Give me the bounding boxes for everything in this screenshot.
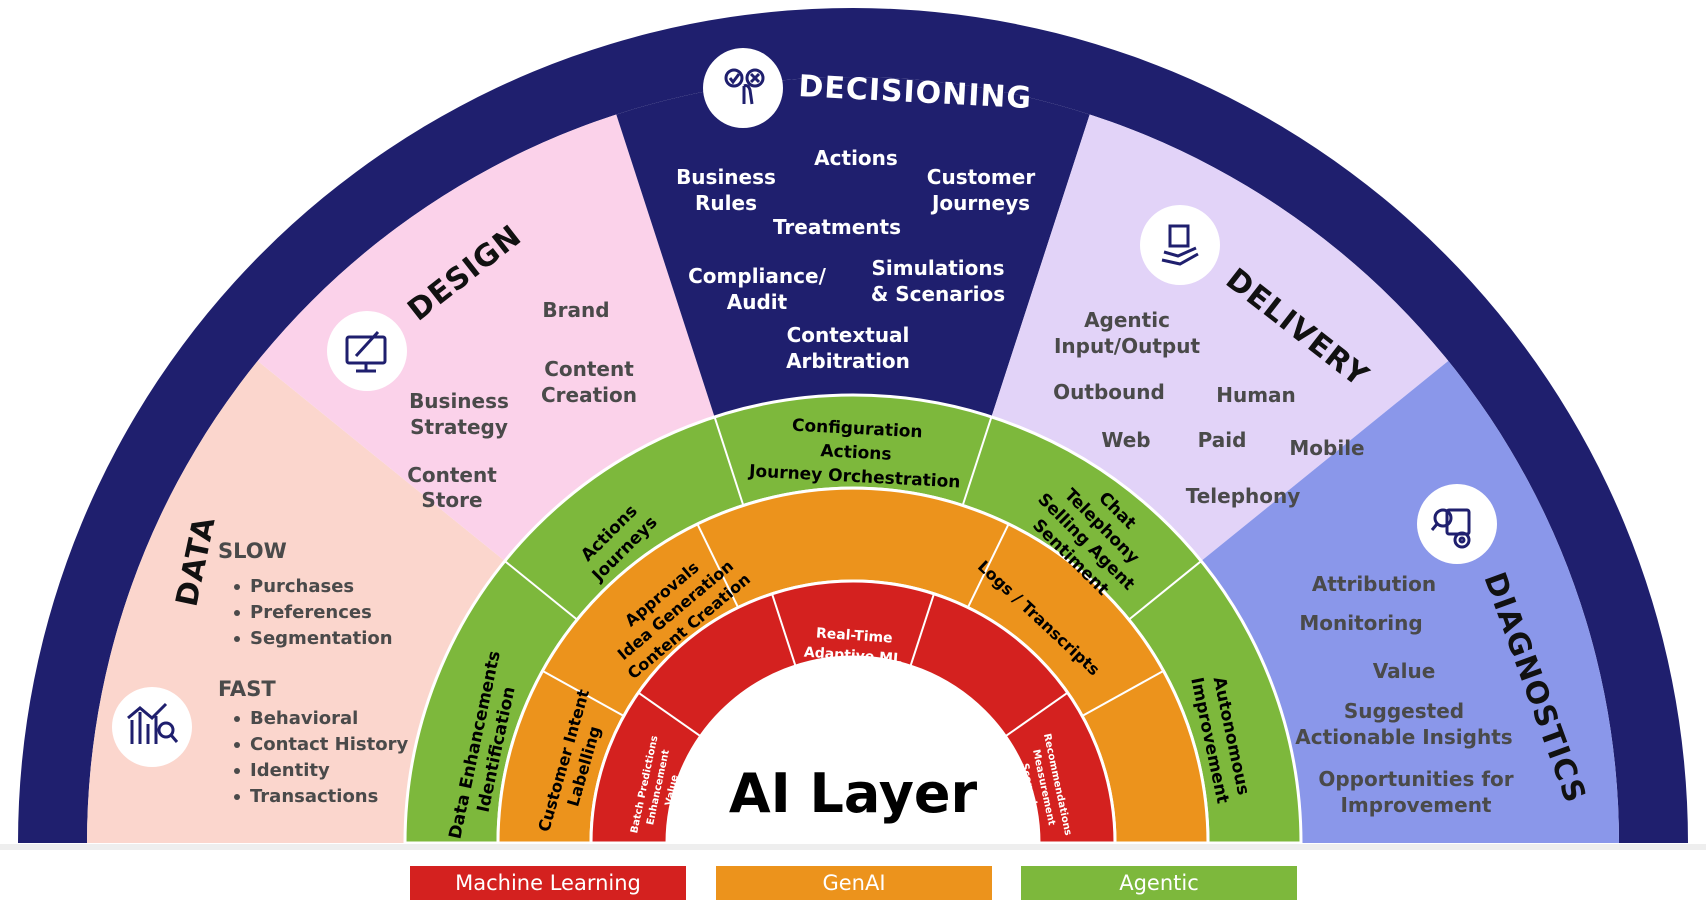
ring-dividers <box>504 416 1202 738</box>
data-slow-item: Purchases <box>250 576 354 597</box>
diagnostics-gear-icon <box>1417 484 1497 564</box>
delivery-item: Outbound <box>1053 380 1165 404</box>
legend-ml-label: Machine Learning <box>455 871 641 895</box>
data-fast-item: Behavioral <box>250 708 358 729</box>
ring-divider <box>1081 670 1164 717</box>
data-slow-item: Segmentation <box>250 628 393 649</box>
delivery-hand-icon <box>1140 205 1220 285</box>
ring-divider <box>909 593 935 667</box>
ring-divider <box>1128 560 1202 621</box>
legend: Machine Learning GenAI Agentic <box>410 866 1297 900</box>
decisioning-wedge <box>574 77 1132 843</box>
ring-divider <box>771 593 797 667</box>
diagnostics-item: Suggested <box>1344 699 1464 723</box>
data-fast-heading: FAST <box>218 677 276 701</box>
diagnostics-item: Opportunities for <box>1318 767 1513 791</box>
design-item: Brand <box>542 298 609 322</box>
design-item: Content <box>407 463 497 487</box>
design-monitor-icon <box>327 311 407 391</box>
legend-genai-swatch <box>716 866 992 900</box>
delivery-item: Input/Output <box>1054 334 1200 358</box>
delivery-item: Paid <box>1198 428 1247 452</box>
ring-divider <box>637 691 702 738</box>
decisioning-item: Simulations <box>872 256 1005 280</box>
ring-divider <box>961 416 993 506</box>
ai-rings <box>403 393 1303 845</box>
legend-ml-swatch <box>410 866 686 900</box>
diagnostics-item: Attribution <box>1312 572 1436 596</box>
diagnostics-item: Improvement <box>1340 793 1491 817</box>
analytics-chart-icon <box>112 687 192 767</box>
ring-divider <box>542 670 625 717</box>
center-disc <box>667 657 1039 843</box>
decisioning-item: Compliance/ <box>688 264 826 288</box>
diagnostics-item: Value <box>1373 659 1436 683</box>
design-content: Brand Content Creation Business Strategy… <box>407 298 637 512</box>
data-fast-item: Identity <box>250 760 330 781</box>
diagnostics-content: Attribution Monitoring Value Suggested A… <box>1295 572 1513 817</box>
delivery-item: Mobile <box>1289 436 1364 460</box>
base-bar <box>0 844 1706 850</box>
decisioning-item: Rules <box>695 191 757 215</box>
ring-divider <box>696 523 740 608</box>
bullet-dots <box>234 584 240 800</box>
decisioning-item: Actions <box>814 146 898 170</box>
decisioning-item: Journeys <box>930 191 1030 215</box>
decision-check-icon <box>703 48 783 128</box>
ring-divider <box>1004 691 1069 738</box>
decisioning-item: Treatments <box>773 215 901 239</box>
decisioning-item: & Scenarios <box>871 282 1005 306</box>
design-item: Business <box>409 389 509 413</box>
data-fast-item: Contact History <box>250 734 408 755</box>
delivery-item: Telephony <box>1186 484 1301 508</box>
delivery-item: Agentic <box>1084 308 1170 332</box>
decisioning-item: Contextual <box>787 323 910 347</box>
legend-agentic-swatch <box>1021 866 1297 900</box>
design-item: Store <box>421 488 482 512</box>
design-item: Strategy <box>410 415 508 439</box>
delivery-item: Human <box>1216 383 1296 407</box>
agentic-decisioning-label: Actions <box>820 441 892 465</box>
ring-divider <box>713 416 745 506</box>
decisioning-item: Customer <box>927 165 1036 189</box>
legend-agentic-label: Agentic <box>1119 871 1199 895</box>
ml-decisioning-label: Real-Time <box>815 625 893 646</box>
decisioning-item: Business <box>676 165 776 189</box>
diagnostics-item: Monitoring <box>1299 611 1422 635</box>
decisioning-item: Arbitration <box>786 349 910 373</box>
delivery-content: Agentic Input/Output Outbound Human Web … <box>1053 308 1364 508</box>
ring-divider <box>504 560 578 621</box>
data-fast-item: Transactions <box>250 786 378 807</box>
ring-divider <box>966 523 1010 608</box>
ml-decisioning-label: Adaptive ML <box>803 645 902 668</box>
design-item: Creation <box>541 383 637 407</box>
design-item: Content <box>544 357 634 381</box>
data-content: SLOW Purchases Preferences Segmentation … <box>218 539 408 807</box>
diagnostics-item: Actionable Insights <box>1295 725 1512 749</box>
legend-genai-label: GenAI <box>822 871 885 895</box>
data-slow-item: Preferences <box>250 602 372 623</box>
decisioning-content: Business Rules Actions Customer Journeys… <box>676 146 1035 373</box>
decisioning-item: Audit <box>727 290 788 314</box>
data-slow-heading: SLOW <box>218 539 287 563</box>
delivery-item: Web <box>1101 428 1150 452</box>
ai-layer-title: AI Layer <box>729 762 978 825</box>
